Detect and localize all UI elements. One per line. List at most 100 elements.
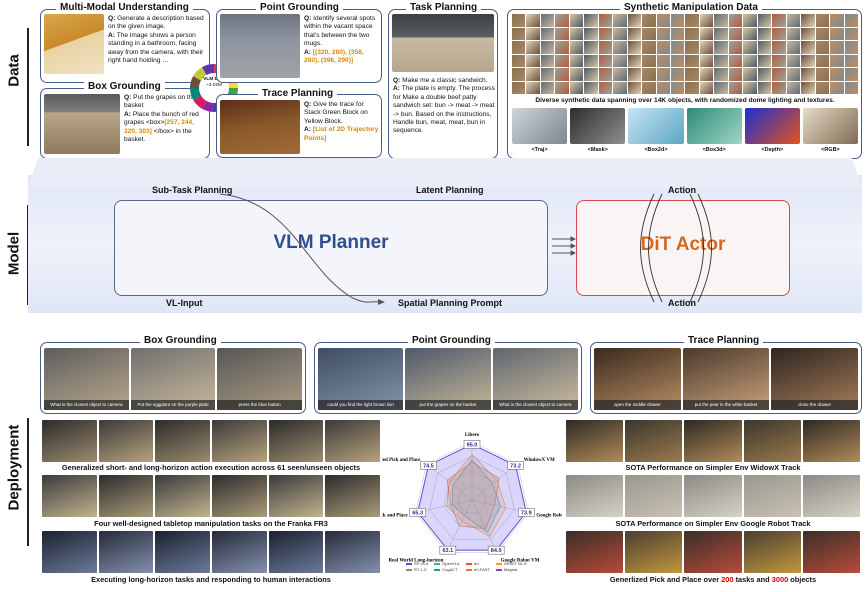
- synthetic-thumbnail: [757, 41, 772, 54]
- spatial-planning-prompt-label: Spatial Planning Prompt: [398, 298, 503, 308]
- deploy-frame-caption: could you find the light brown lion: [318, 400, 404, 410]
- synthetic-caption: Diverse synthetic data spanning over 14K…: [535, 97, 835, 104]
- synthetic-thumbnail: [714, 81, 728, 94]
- synthetic-thumbnail: [526, 27, 540, 40]
- deploy-frame-caption: Put the eggplant on the purple plate: [130, 400, 216, 410]
- deploy-frame: open the middle drawer: [594, 348, 681, 410]
- strip-frame: [155, 420, 211, 462]
- radar-legend-entry: Magma: [495, 567, 526, 572]
- synthetic-thumbnail: [642, 14, 656, 27]
- synthetic-thumbnail: [844, 27, 858, 40]
- point-grounding-qa: Q: Identify several spots within the vac…: [304, 15, 376, 65]
- trace-planning-image: [220, 100, 300, 154]
- deploy-frame-caption: What is the closest object to camera: [492, 400, 578, 410]
- synthetic-thumbnail: [772, 68, 786, 81]
- synthetic-thumbnail: [757, 81, 772, 94]
- strip-frame: [98, 475, 154, 517]
- synthetic-tag-label: <RGB>: [821, 147, 840, 153]
- radar-legend-label: SP-VLA: [414, 561, 429, 566]
- radar-value-label: 84.0: [491, 548, 502, 554]
- deploy-frame: put the pear in the white basket: [682, 348, 770, 410]
- radar-legend-swatch: [495, 568, 502, 571]
- synthetic-tag-image: [686, 108, 742, 144]
- synthetic-thumbnail: [656, 81, 671, 94]
- synthetic-thumbnail: [743, 41, 757, 54]
- synthetic-thumbnail: [699, 54, 714, 67]
- action-bottom-label: Action: [668, 298, 696, 308]
- synthetic-thumbnail: [728, 27, 743, 40]
- radar-axis-label: Real World Long-horizon: [388, 558, 443, 563]
- row-label-data: Data: [5, 54, 23, 87]
- radar-legend-entry: SP-VLA: [406, 561, 428, 566]
- synthetic-thumbnail: [685, 27, 699, 40]
- synthetic-thumbnail: [743, 68, 757, 81]
- synthetic-tag-item: <Box2d>: [628, 108, 684, 156]
- radar-legend-entry: π0: [465, 561, 490, 566]
- synthetic-thumbnail: [555, 41, 569, 54]
- synthetic-thumbnail: [584, 27, 598, 40]
- synthetic-thumbnail: [627, 54, 642, 67]
- synthetic-thumbnail: [526, 41, 540, 54]
- synthetic-thumbnail: [642, 81, 656, 94]
- synthetic-thumbnail: [801, 68, 815, 81]
- strip-frame: [802, 531, 861, 573]
- box-grounding-qa: Q: Put the grapes on the basket A: Place…: [124, 94, 199, 144]
- radar-axis-line: [471, 499, 498, 553]
- radar-value-box: [518, 508, 535, 517]
- synthetic-thumbnail: [772, 54, 786, 67]
- synthetic-thumbnail: [512, 14, 526, 27]
- strip-frame: [212, 420, 267, 462]
- task-planning-qa: Q: Make me a classic sandwich. A: The pl…: [393, 77, 495, 135]
- synthetic-thumbnail: [627, 41, 642, 54]
- synthetic-thumbnail: [598, 68, 613, 81]
- deploy-frame-caption: put the grapes on the basket: [405, 400, 491, 410]
- strip-frame: [155, 475, 211, 517]
- deploy-point-grounding-title: Point Grounding: [408, 335, 495, 346]
- point-grounding-image: [220, 14, 300, 78]
- multimodal-question: Generate a description based on the give…: [108, 15, 204, 31]
- synthetic-thumbnail: [540, 41, 555, 54]
- multimodal-answer: The image shows a person standing in a b…: [108, 31, 204, 65]
- synthetic-thumbnail: [772, 81, 786, 94]
- synthetic-thumbnail: [801, 27, 815, 40]
- radar-legend-entry: OpenVLA: [434, 561, 460, 566]
- strip-frame: [743, 475, 801, 517]
- synthetic-thumbnail: [815, 14, 830, 27]
- synthetic-thumbnail: [801, 81, 815, 94]
- radar-value-label: 95.0: [467, 442, 478, 448]
- synthetic-thumbnail: [569, 41, 584, 54]
- radar-legend-label: Magma: [503, 567, 518, 572]
- strip-frame: [325, 531, 381, 573]
- synthetic-thumbnail: [512, 68, 526, 81]
- synthetic-thumbnail: [642, 54, 656, 67]
- strip-frame: [566, 531, 624, 573]
- dit-actor-box: [576, 200, 790, 296]
- synthetic-tag-row: <Traj><Mask><Box2d><Box3d><Depth><RGB>: [512, 108, 859, 156]
- row-label-deployment: Deployment: [5, 424, 23, 511]
- strip-frame: [625, 420, 683, 462]
- synthetic-tag-label: <Depth>: [761, 147, 784, 153]
- strip-frame: [684, 475, 742, 517]
- synthetic-thumbnail: [743, 27, 757, 40]
- synthetic-thumbnail: [512, 27, 526, 40]
- deploy-frame-caption: press the blue button: [217, 400, 303, 410]
- synthetic-thumbnail: [728, 54, 743, 67]
- subtask-planning-label: Sub-Task Planning: [152, 185, 233, 195]
- deploy-box-grounding-title: Box Grounding: [140, 335, 221, 346]
- synthetic-thumbnail: [743, 81, 757, 94]
- synthetic-thumbnail: [786, 81, 801, 94]
- synthetic-thumbnail: [801, 54, 815, 67]
- box-grounding-title: Box Grounding: [84, 81, 165, 92]
- synthetic-thumbnail: [671, 14, 685, 27]
- synthetic-thumbnail: [627, 68, 642, 81]
- radar-legend-label: π0-FAST: [473, 567, 490, 572]
- model-funnel: [28, 158, 862, 188]
- synthetic-thumbnail: [613, 41, 627, 54]
- multimodal-qa: Q: Generate a description based on the g…: [108, 15, 204, 65]
- radar-main-series: [417, 443, 527, 551]
- strip-frame: [684, 420, 742, 462]
- synthetic-thumbnail: [743, 14, 757, 27]
- deploy-frame: Put the eggplant on the purple plate: [130, 348, 216, 410]
